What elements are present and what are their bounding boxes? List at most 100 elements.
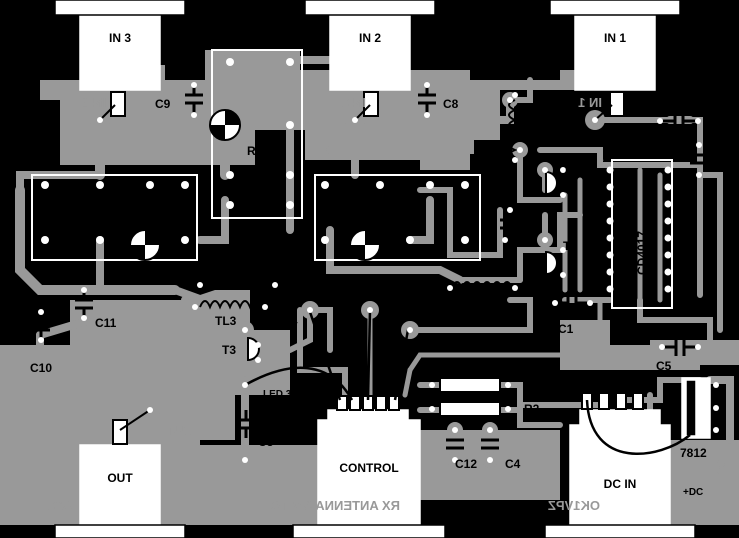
c5-symbol [662, 338, 698, 356]
re1-coil-symbol [349, 229, 381, 261]
label-c1: C1 [558, 322, 574, 336]
label-c10: C10 [30, 361, 52, 375]
in3-connector [79, 14, 161, 91]
relay-coil-symbols [129, 109, 381, 261]
c2-symbol [500, 210, 518, 238]
connector-pins [110, 91, 625, 445]
label-re3: Re3 [69, 211, 91, 225]
t1-body [545, 250, 558, 276]
label-c6: C6 [680, 99, 696, 113]
label-c11: C11 [95, 316, 117, 330]
mirror-ok1vpz: OK1VPZ [548, 498, 600, 513]
tl4-coil [204, 278, 276, 288]
label-re1: Re1 [399, 211, 421, 225]
wire-dc [585, 399, 691, 456]
re2-coil-symbol [209, 109, 241, 141]
label-r2: R2 [524, 402, 540, 416]
c6-symbol [660, 112, 698, 130]
c12-symbol [446, 438, 464, 450]
label-out: OUT [107, 471, 133, 485]
mirror-a22: A22 [48, 498, 72, 513]
tl2-coil [508, 99, 518, 161]
label-led2: LED 2 [383, 294, 412, 305]
out-connector [79, 444, 161, 526]
mirror-in2: IN 2 [342, 95, 366, 110]
label-tl1: TL1 [470, 294, 492, 308]
tl3-coil [199, 300, 261, 310]
label-r1: R1 [524, 379, 540, 393]
inductor-symbols [199, 99, 518, 310]
copper-layer [0, 50, 739, 525]
c9-symbol [185, 85, 203, 115]
label-c7: C7 [703, 145, 719, 159]
label-dcin: DC IN [604, 477, 637, 491]
tl1-coil [451, 281, 513, 291]
ic-cd4017-outline [611, 159, 673, 309]
label-c2: C2 [522, 211, 538, 225]
c8-symbol [418, 85, 436, 115]
re3-coil-symbol [129, 229, 161, 261]
mirror-in1: IN 1 [578, 95, 602, 110]
mirror-title: RX ANTENNA SWITCH [261, 498, 400, 513]
label-control: CONTROL [339, 461, 398, 475]
label-c3: C3 [258, 435, 274, 449]
label-plus12v: +12V [274, 321, 298, 332]
label-tl2: TL2 [526, 121, 548, 135]
c1-symbol [555, 294, 589, 312]
label-c9: C9 [155, 97, 171, 111]
mirrored-copper-text: A22 RX ANTENNA SWITCH OK1VPZ + DC OUT IN… [48, 95, 729, 513]
c10-symbol [32, 312, 50, 340]
label-t1: T1 [563, 239, 577, 253]
label-7812: 7812 [680, 446, 707, 460]
label-t2: T2 [563, 161, 577, 175]
mirror-plus-dc: + DC [714, 459, 729, 490]
solder-pads [38, 58, 719, 463]
label-in2: IN 2 [359, 31, 381, 45]
ground-plane-top [40, 50, 580, 170]
t2-body [545, 170, 558, 196]
mirror-pin1: 1 [598, 157, 604, 169]
wire-led1 [393, 329, 410, 401]
capacitor-symbols [32, 85, 708, 450]
label-re2: Re2 [247, 144, 269, 158]
label-in3: IN 3 [109, 31, 131, 45]
label-plus-dc: +DC [683, 487, 703, 498]
pulse-symbol [446, 359, 463, 373]
label-led1: LED 1 [422, 334, 451, 345]
label-c12: C12 [455, 457, 477, 471]
wires [99, 104, 691, 456]
label-cd4017: CD4017 [635, 231, 649, 275]
ground-plane-bottom-right [670, 440, 739, 525]
mirror-out: OUT [166, 423, 194, 438]
label-c8: C8 [443, 97, 459, 111]
component-outlines [31, 0, 711, 538]
mirror-in3: IN 3 [82, 95, 106, 110]
label-t3: T3 [222, 343, 236, 357]
in1-connector [574, 14, 656, 91]
labels: IN 3 IN 2 IN 1 OUT CONTROL DC IN Re2 Re3… [30, 31, 719, 498]
ground-plane-right [560, 320, 739, 370]
c3-symbol [237, 410, 255, 438]
dcin-connector [569, 424, 671, 526]
c11-symbol [75, 290, 93, 318]
label-c5: C5 [656, 359, 672, 373]
in2-connector [329, 14, 411, 91]
c4-symbol [481, 438, 499, 450]
label-tl3: TL3 [215, 314, 237, 328]
r2-body [439, 401, 501, 417]
wire-plus12v [308, 311, 342, 401]
r1-body [439, 377, 501, 393]
resistor-symbols [439, 377, 501, 417]
c7-symbol [690, 153, 708, 165]
relay-re3-outline [31, 174, 198, 261]
ground-plane-bottom [200, 445, 320, 525]
label-in1: IN 1 [604, 31, 626, 45]
wire-led3 [244, 366, 354, 401]
label-led3: LED 3 [263, 389, 292, 400]
label-c4: C4 [505, 457, 521, 471]
label-tl4: TL4 [235, 257, 257, 271]
control-connector [317, 419, 421, 526]
wire-led2 [366, 309, 372, 401]
relay-re1-outline [314, 174, 481, 261]
